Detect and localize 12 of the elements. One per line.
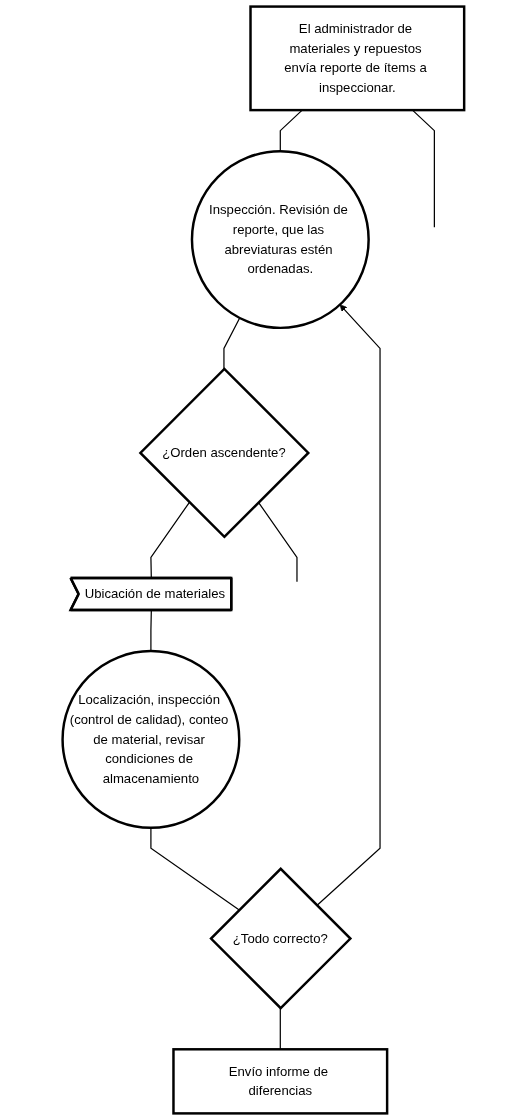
- node-diamond: ¿Todo correcto?: [209, 867, 353, 1010]
- node-diamond: ¿Orden ascendente?: [138, 367, 311, 539]
- connector: [258, 501, 298, 583]
- node-circle: Localización, inspección (control de calidad), conteo de material, revisar condiciones de almacenamiento: [61, 649, 241, 829]
- node-circle: Inspección. Revisión de reporte, que las abreviaturas estén ordenadas.: [190, 149, 370, 330]
- connector: [150, 609, 153, 652]
- arrow: [316, 304, 381, 907]
- connector: [279, 1007, 282, 1050]
- connector: [223, 317, 241, 370]
- connector: [150, 827, 240, 911]
- node-box: El administrador de materiales y repuestos envía reporte de ítems a inspeccionar.: [249, 5, 466, 112]
- node-box: Envío informe de diferencias: [172, 1048, 389, 1115]
